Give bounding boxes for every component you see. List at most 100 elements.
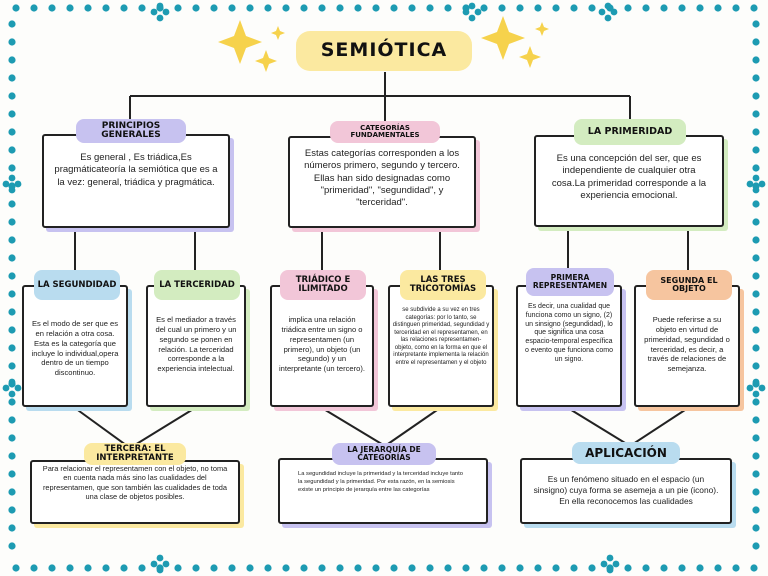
border-dot bbox=[468, 2, 476, 10]
border-dot bbox=[8, 434, 16, 442]
page-title: SEMIÓTICA bbox=[296, 31, 472, 71]
border-dot bbox=[752, 200, 760, 208]
border-dot bbox=[606, 554, 614, 562]
border-dot bbox=[624, 564, 632, 572]
sub-text: se subdivide a su vez en tres categorías… bbox=[392, 307, 490, 366]
border-dot bbox=[372, 4, 380, 12]
border-dot bbox=[752, 236, 760, 244]
border-dot bbox=[8, 452, 16, 460]
sub-box-objeto: Puede referirse a su objeto en virtud de… bbox=[634, 285, 740, 407]
category-label-principios: PRINCIPIOS GENERALES bbox=[76, 119, 186, 143]
sub-text: Es el mediador a través del cual un prim… bbox=[155, 315, 237, 374]
border-dot bbox=[752, 362, 760, 370]
border-dot bbox=[150, 8, 158, 16]
border-dot bbox=[714, 4, 722, 12]
border-dot bbox=[752, 164, 760, 172]
border-dot bbox=[752, 416, 760, 424]
border-dot bbox=[474, 8, 482, 16]
sub-label-representamen: PRIMERA REPRESENTAMEN bbox=[526, 268, 614, 296]
border-dot bbox=[336, 4, 344, 12]
border-dot bbox=[120, 564, 128, 572]
border-dot bbox=[300, 564, 308, 572]
border-dot bbox=[246, 564, 254, 572]
border-dot bbox=[696, 4, 704, 12]
border-dot bbox=[336, 564, 344, 572]
border-dot bbox=[14, 384, 22, 392]
border-dot bbox=[264, 564, 272, 572]
border-dot bbox=[752, 56, 760, 64]
border-dot bbox=[750, 4, 758, 12]
border-dot bbox=[610, 8, 618, 16]
border-dot bbox=[210, 4, 218, 12]
border-dot bbox=[552, 564, 560, 572]
border-dot bbox=[752, 452, 760, 460]
border-dot bbox=[8, 378, 16, 386]
border-dot bbox=[498, 4, 506, 12]
bottom-text: La segundidad incluye la primeridad y la… bbox=[298, 471, 463, 494]
border-dot bbox=[318, 4, 326, 12]
bottom-label-jerarquia: LA JERARQUÍA DE CATEGORÍAS bbox=[332, 443, 436, 465]
border-dot bbox=[750, 564, 758, 572]
border-dot bbox=[138, 4, 146, 12]
border-dot bbox=[462, 564, 470, 572]
border-dot bbox=[8, 506, 16, 514]
border-dot bbox=[696, 564, 704, 572]
border-dot bbox=[156, 2, 164, 10]
border-dot bbox=[746, 180, 754, 188]
sub-label-triadico: TRIÁDICO E ILIMITADO bbox=[280, 270, 366, 300]
border-dot bbox=[156, 566, 164, 574]
bottom-text: Es un fenómeno situado en el espacio (un… bbox=[533, 474, 719, 506]
border-dot bbox=[752, 272, 760, 280]
border-dot bbox=[8, 326, 16, 334]
bottom-box-jerarquia: La segundidad incluye la primeridad y la… bbox=[278, 458, 488, 524]
border-dot bbox=[8, 74, 16, 82]
border-dot bbox=[8, 470, 16, 478]
border-dot bbox=[552, 4, 560, 12]
border-dot bbox=[354, 4, 362, 12]
border-dot bbox=[390, 564, 398, 572]
border-dot bbox=[678, 4, 686, 12]
border-dot bbox=[660, 4, 668, 12]
border-dot bbox=[8, 92, 16, 100]
sub-text: implica una relación triádica entre un s… bbox=[278, 315, 366, 374]
sparkle-icon bbox=[481, 16, 525, 60]
border-dot bbox=[318, 564, 326, 572]
border-dot bbox=[102, 564, 110, 572]
border-dot bbox=[8, 308, 16, 316]
border-dot bbox=[30, 564, 38, 572]
border-dot bbox=[8, 146, 16, 154]
border-dot bbox=[752, 146, 760, 154]
border-dot bbox=[84, 564, 92, 572]
border-dot bbox=[498, 564, 506, 572]
border-dot bbox=[8, 390, 16, 398]
border-dot bbox=[732, 564, 740, 572]
category-box-principios: Es general , Es triádica,Es pragmáticate… bbox=[42, 134, 230, 228]
border-dot bbox=[606, 566, 614, 574]
border-dot bbox=[48, 564, 56, 572]
border-dot bbox=[444, 4, 452, 12]
border-dot bbox=[66, 564, 74, 572]
bottom-box-interpretante: Para relacionar el representamen con el … bbox=[30, 460, 240, 524]
border-dot bbox=[752, 542, 760, 550]
border-dot bbox=[444, 564, 452, 572]
border-dot bbox=[30, 4, 38, 12]
border-dot bbox=[624, 4, 632, 12]
border-dot bbox=[210, 564, 218, 572]
category-text: Es una concepción del ser, que es indepe… bbox=[551, 153, 707, 202]
sub-text: Es decir, una cualidad que funciona como… bbox=[525, 303, 613, 363]
border-dot bbox=[714, 564, 722, 572]
category-text: Es general , Es triádica,Es pragmáticate… bbox=[54, 152, 218, 188]
border-dot bbox=[120, 4, 128, 12]
border-dot bbox=[752, 434, 760, 442]
border-dot bbox=[2, 180, 10, 188]
border-dot bbox=[604, 14, 612, 22]
border-dot bbox=[66, 4, 74, 12]
category-label-primeridad: LA PRIMERIDAD bbox=[574, 119, 686, 145]
border-dot bbox=[156, 14, 164, 22]
border-dot bbox=[174, 564, 182, 572]
border-dot bbox=[534, 4, 542, 12]
border-dot bbox=[12, 564, 20, 572]
sub-label-segundidad: LA SEGUNDIDAD bbox=[34, 270, 120, 300]
sub-label-tricotomias: LAS TRES TRICOTOMÍAS bbox=[400, 270, 486, 300]
border-dot bbox=[752, 326, 760, 334]
